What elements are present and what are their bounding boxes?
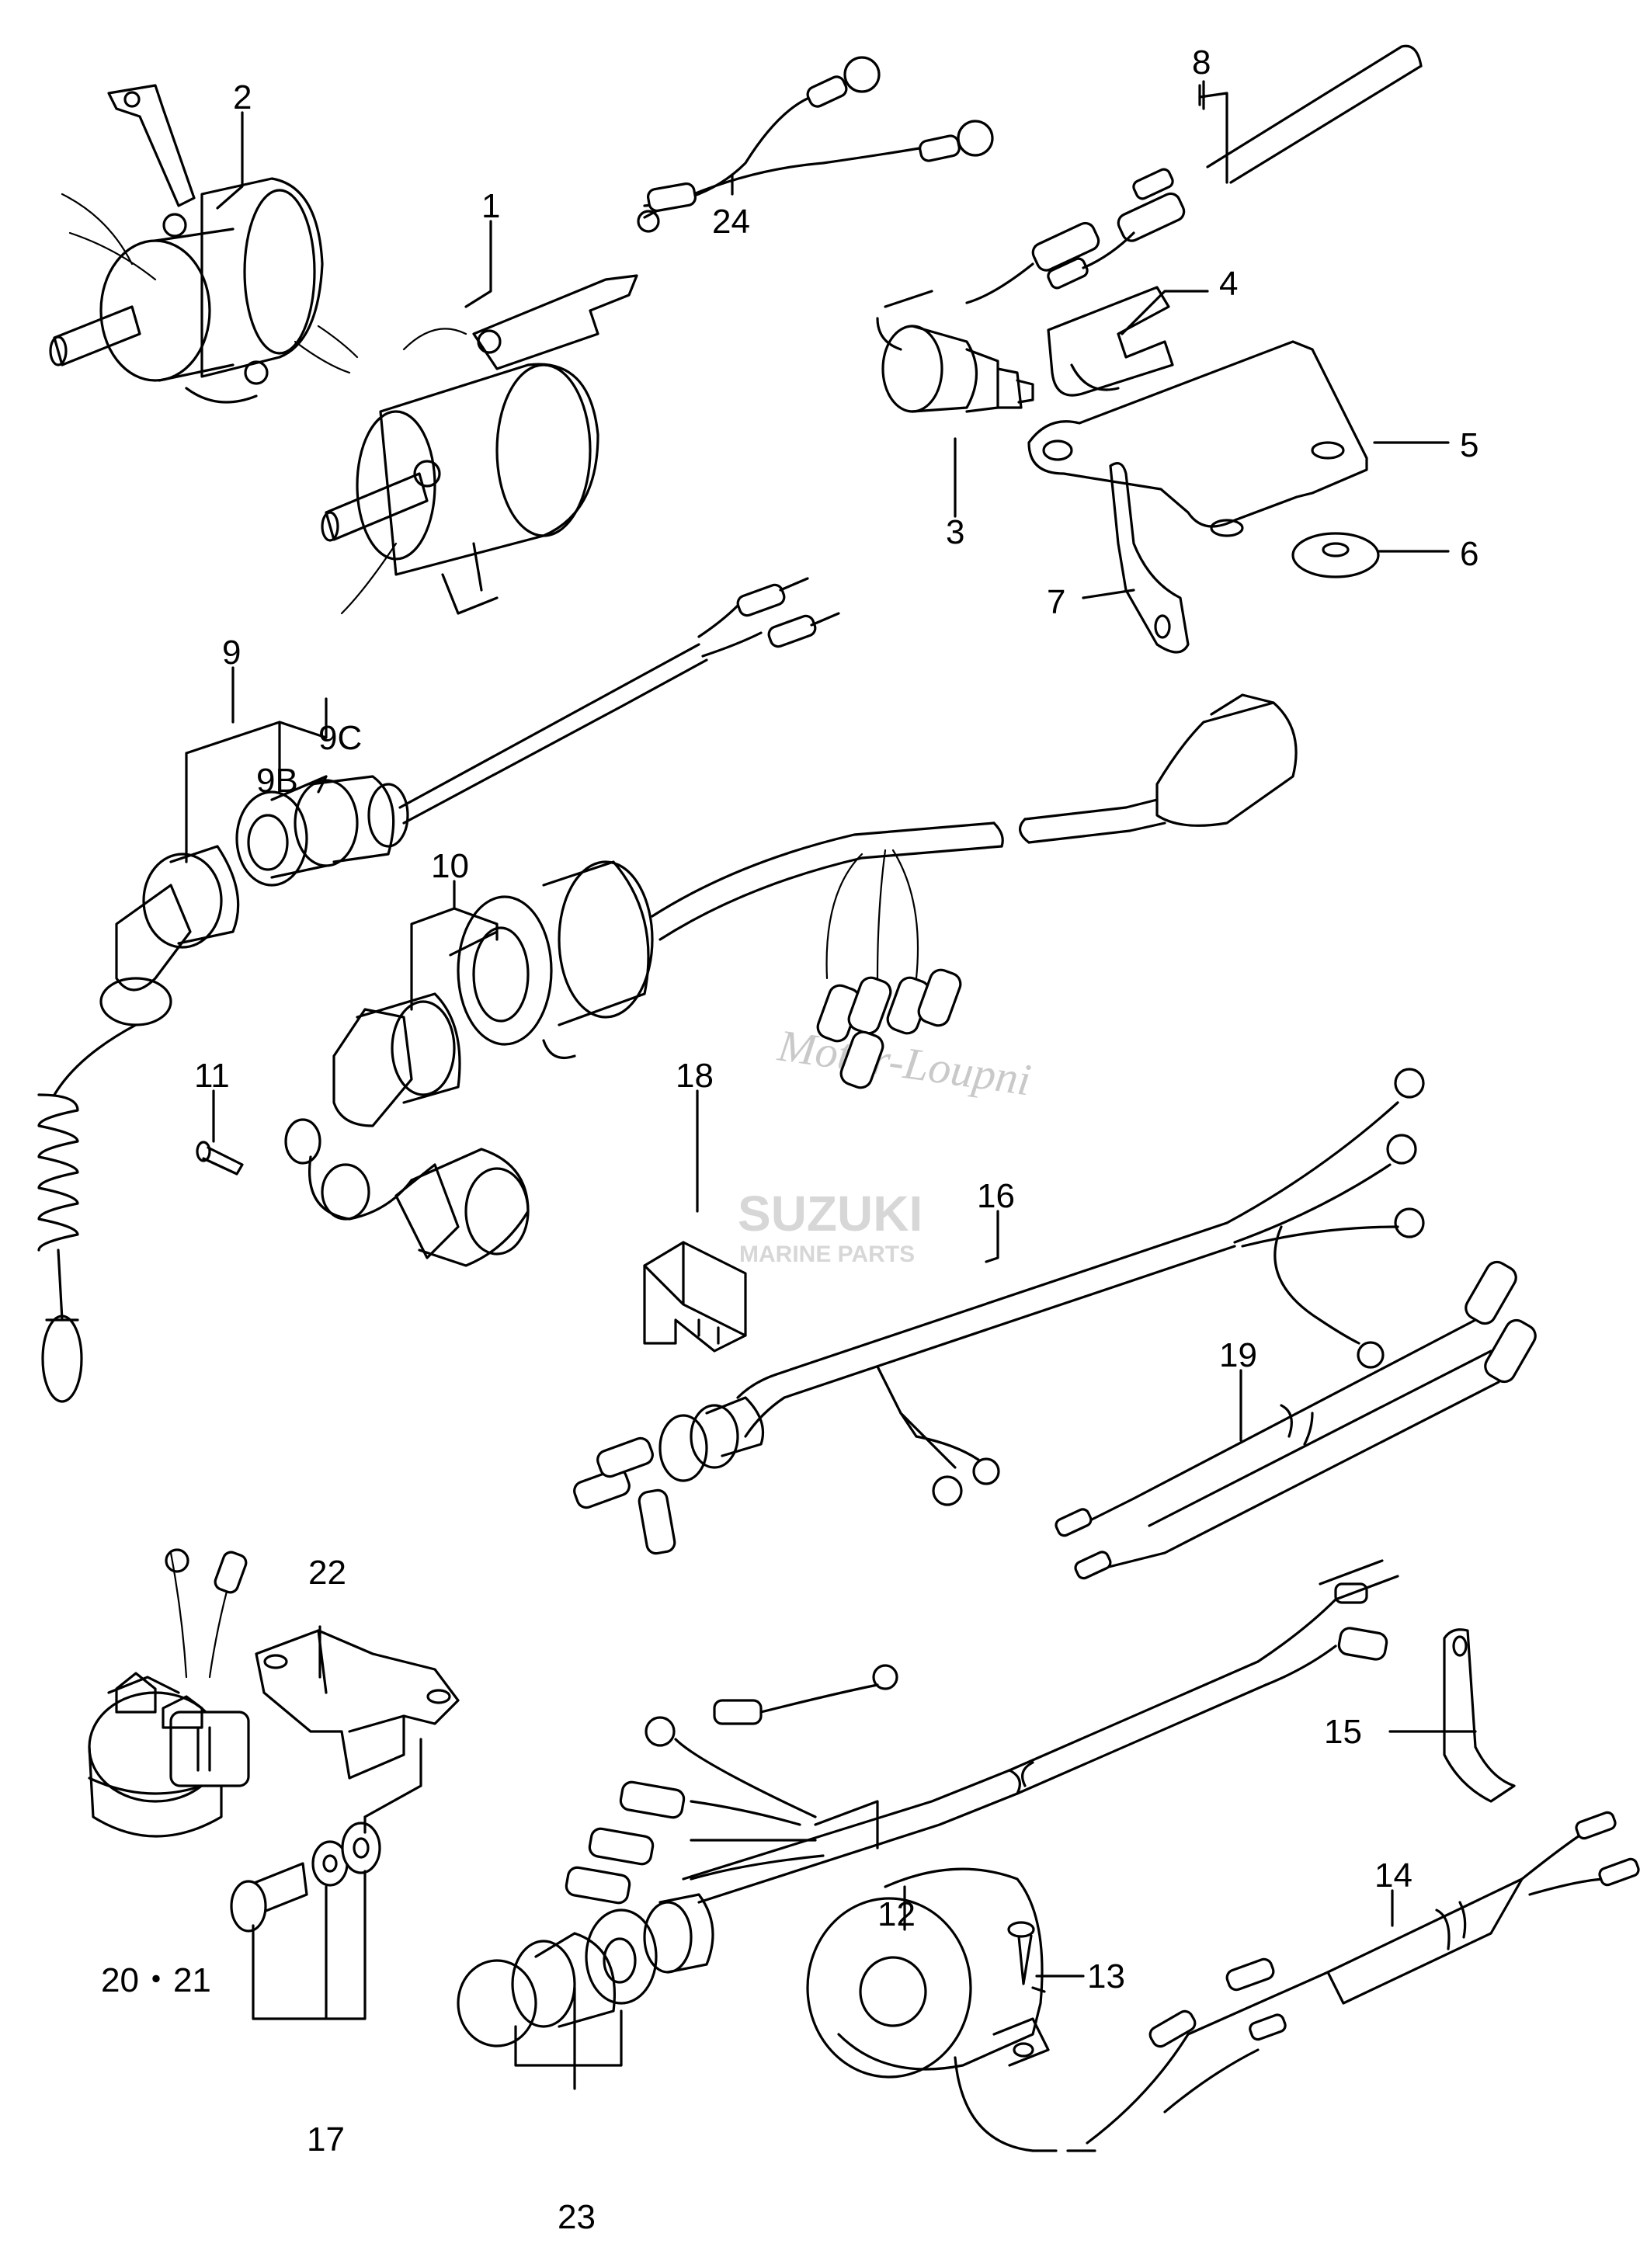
cap-icon[interactable] — [457, 1559, 1399, 2047]
watermark-brand-text: SUZUKI — [738, 1186, 923, 1242]
watermark: Motor-Loupni SUZUKI MARINE PARTS — [738, 1019, 1034, 1267]
callout-label: 18 — [676, 1057, 714, 1095]
callout-label: 13 — [1087, 1957, 1125, 1995]
callout-label: 9B — [256, 762, 298, 800]
watermark-sub-text: MARINE PARTS — [739, 1242, 915, 1267]
wire-icon[interactable] — [1054, 1258, 1539, 1580]
solenoid-icon[interactable] — [49, 84, 359, 404]
callout-label: 9 — [222, 634, 241, 672]
callout-label: 11 — [194, 1057, 230, 1095]
cap-icon[interactable] — [643, 1241, 747, 1353]
relay-icon[interactable] — [88, 1548, 250, 1838]
screw-icon[interactable] — [196, 1141, 244, 1176]
callout-label: 16 — [977, 1177, 1015, 1215]
callout-label: 6 — [1460, 535, 1478, 573]
callout-label: 23 — [558, 2198, 596, 2236]
wire-icon[interactable] — [637, 56, 994, 233]
wire-icon[interactable] — [965, 44, 1423, 304]
callout-label: 9C — [318, 719, 362, 757]
stop-switch-icon[interactable] — [37, 577, 840, 1403]
harness-icon[interactable] — [572, 1068, 1425, 1555]
bracket-icon[interactable] — [1027, 340, 1368, 537]
clamp-icon[interactable] — [1443, 1628, 1516, 1803]
callout-label: 14 — [1374, 1856, 1412, 1895]
callout-label: 22 — [308, 1554, 346, 1592]
washer-icon[interactable] — [1291, 532, 1380, 578]
switch-icon[interactable] — [876, 290, 1034, 413]
callouts: 2 1 3 4 5 6 7 8 9 9B 9C 10 11 12 13 14 1… — [101, 43, 1478, 2236]
stop-switch-icon[interactable] — [284, 693, 1298, 1267]
callout-label: 8 — [1192, 43, 1211, 82]
solenoid-icon[interactable] — [321, 274, 638, 615]
callout-label: 7 — [1047, 583, 1065, 621]
callout-label: 3 — [946, 513, 964, 551]
screw-icon[interactable] — [1007, 1921, 1035, 1985]
callout-label: 17 — [307, 2120, 345, 2159]
callout-label: 10 — [431, 847, 469, 885]
leader-lines — [185, 80, 1477, 2090]
callout-label: 12 — [877, 1895, 916, 1933]
wire-icon[interactable] — [1086, 1811, 1640, 2145]
bracket-icon[interactable] — [255, 1629, 460, 1780]
callout-label: 15 — [1324, 1713, 1362, 1751]
bolt-washer-icon[interactable] — [230, 1822, 381, 1933]
callout-label: 2 — [233, 78, 252, 116]
callout-label: 20・21 — [101, 1961, 211, 1999]
callout-label: 19 — [1219, 1336, 1257, 1374]
bracket-icon[interactable] — [1109, 462, 1190, 654]
callout-label: 24 — [712, 203, 750, 241]
buzzer-icon[interactable] — [806, 1867, 1096, 2152]
callout-label: 4 — [1219, 265, 1238, 303]
callout-label: 5 — [1460, 426, 1478, 464]
callout-label: 1 — [481, 187, 500, 225]
clamp-icon[interactable] — [1047, 286, 1174, 397]
